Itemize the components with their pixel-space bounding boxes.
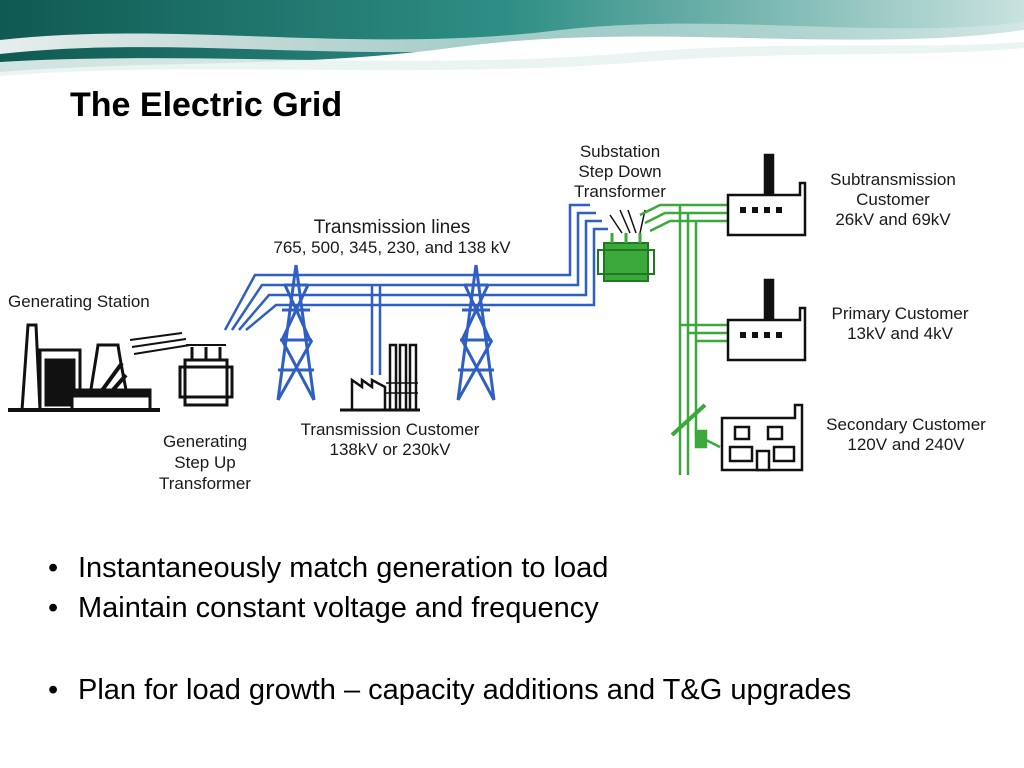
header-wave-banner — [0, 0, 1024, 80]
label-subtransmission-3: 26kV and 69kV — [835, 210, 951, 229]
step-up-transformer-icon — [178, 344, 234, 407]
label-step-up-1: Generating — [163, 432, 247, 451]
subtransmission-line-3 — [649, 219, 730, 233]
label-substation-2: Step Down — [578, 162, 661, 181]
primary-customer-factory-icon — [726, 278, 807, 362]
label-transmission-lines: Transmission lines — [314, 217, 471, 238]
transmission-line-2 — [230, 211, 596, 331]
subtransmission-line-2 — [644, 211, 730, 225]
label-secondary-customer-2: 120V and 240V — [847, 435, 965, 454]
label-generating-station: Generating Station — [8, 292, 150, 311]
label-step-up-3: Transformer — [159, 474, 251, 493]
transmission-tower-left — [276, 264, 316, 401]
label-subtransmission-1: Subtransmission — [830, 170, 956, 189]
secondary-customer-house-icon — [720, 403, 804, 472]
label-transmission-customer-2: 138kV or 230kV — [330, 440, 452, 459]
label-substation-3: Transformer — [574, 182, 666, 201]
label-substation-1: Substation — [580, 142, 660, 161]
generating-station-icon — [8, 323, 191, 412]
bullet-item: Maintain constant voltage and frequency — [48, 588, 851, 628]
transmission-tower-right — [456, 264, 496, 401]
distribution-crossarm — [670, 403, 707, 437]
label-subtransmission-2: Customer — [856, 190, 930, 209]
label-transmission-voltages: 765, 500, 345, 230, and 138 kV — [273, 238, 511, 257]
slide-title: The Electric Grid — [70, 86, 343, 124]
primary-customer-feed — [680, 323, 730, 343]
label-primary-customer-2: 13kV and 4kV — [847, 324, 954, 343]
transmission-line-3 — [238, 219, 602, 331]
subtransmission-customer-factory-icon — [726, 153, 807, 237]
transmission-line-4 — [245, 227, 608, 331]
bullet-item: Plan for load growth – capacity addition… — [48, 670, 851, 710]
substation-transformer-icon — [597, 209, 655, 282]
transmission-line-1 — [223, 203, 590, 331]
label-step-up-2: Step Up — [174, 453, 235, 472]
pole-transformer — [694, 429, 708, 449]
electric-grid-diagram: Generating Station Generating Step Up Tr… — [8, 142, 986, 493]
label-primary-customer-1: Primary Customer — [832, 304, 969, 323]
subtransmission-line-1 — [639, 203, 730, 217]
transmission-customer-factory-icon — [340, 343, 420, 412]
bullet-list: Instantaneously match generation to load… — [48, 548, 851, 710]
label-secondary-customer-1: Secondary Customer — [826, 415, 986, 434]
bullet-item: Instantaneously match generation to load — [48, 548, 851, 588]
label-transmission-customer-1: Transmission Customer — [301, 420, 480, 439]
